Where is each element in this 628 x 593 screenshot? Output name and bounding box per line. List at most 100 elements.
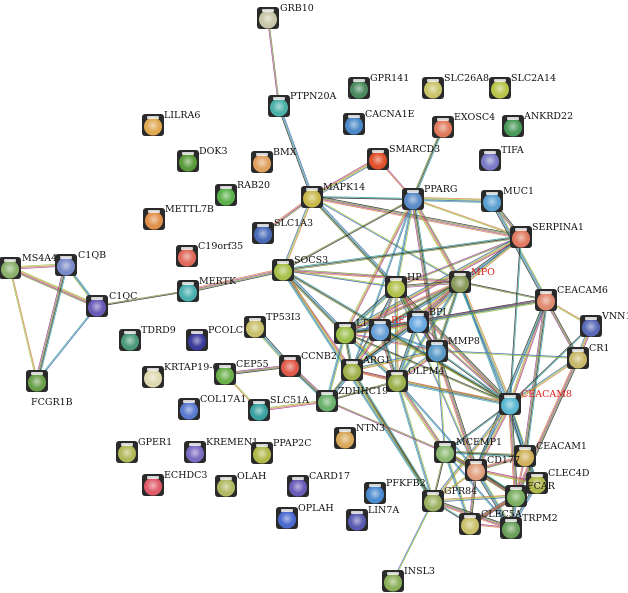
edge-strand xyxy=(279,105,314,197)
node-MUC1[interactable]: MUC1 xyxy=(481,186,534,212)
node-TDRD9[interactable]: TDRD9 xyxy=(119,325,176,351)
node-MMP8[interactable]: MMP8 xyxy=(426,336,480,362)
node-LTF[interactable]: LTF xyxy=(334,318,375,344)
node-TIFA[interactable]: TIFA xyxy=(479,145,524,171)
node-MERTK[interactable]: MERTK xyxy=(177,276,237,302)
node-CD177[interactable]: CD177 xyxy=(465,455,520,481)
node-CLEC5A[interactable]: CLEC5A xyxy=(459,509,522,535)
node-C1QB[interactable]: C1QB xyxy=(55,250,106,276)
node-CR1[interactable]: CR1 xyxy=(567,343,609,369)
node-SLC26A8[interactable]: SLC26A8 xyxy=(422,73,489,99)
node-TP53I3[interactable]: TP53I3 xyxy=(244,312,301,338)
node-label: KREMEN1 xyxy=(206,437,258,448)
node-PPARG[interactable]: PPARG xyxy=(402,184,458,210)
node-HP[interactable]: HP xyxy=(385,272,422,298)
node-GPR84[interactable]: GPR84 xyxy=(422,486,477,512)
node-SLC2A14[interactable]: SLC2A14 xyxy=(489,73,556,99)
node-OLAH[interactable]: OLAH xyxy=(215,471,266,497)
edge-strand xyxy=(509,357,579,405)
node-label: MUC1 xyxy=(503,186,534,197)
node-C19orf35[interactable]: C19orf35 xyxy=(176,241,243,267)
node-NTN3[interactable]: NTN3 xyxy=(334,423,385,449)
node-CEACAM8[interactable]: CEACAM8 xyxy=(499,389,572,415)
edge-strand xyxy=(475,299,547,471)
node-highlight-bar xyxy=(321,392,333,395)
node-MS4A4A[interactable]: MS4A4A xyxy=(0,253,64,279)
node-gloss xyxy=(369,151,387,170)
node-CACNA1E[interactable]: CACNA1E xyxy=(343,109,415,135)
node-highlight-bar xyxy=(147,116,159,119)
node-METTL7B[interactable]: METTL7B xyxy=(143,204,214,230)
node-GPER1[interactable]: GPER1 xyxy=(116,437,172,463)
edge-strand xyxy=(412,200,492,204)
node-RETN[interactable]: RETN xyxy=(369,315,420,341)
node-CEACAM1[interactable]: CEACAM1 xyxy=(514,441,587,467)
node-MPO[interactable]: MPO xyxy=(449,267,495,293)
node-VNN1[interactable]: VNN1 xyxy=(580,311,628,337)
node-highlight-bar xyxy=(484,151,496,154)
edge-strand xyxy=(437,350,477,470)
node-label: CACNA1E xyxy=(365,109,415,120)
edge-strand xyxy=(445,451,512,528)
node-COL17A1[interactable]: COL17A1 xyxy=(178,394,246,420)
node-SLC1A3[interactable]: SLC1A3 xyxy=(252,218,313,244)
node-gloss xyxy=(281,358,299,377)
node-label: NTN3 xyxy=(356,423,385,434)
node-KREMEN1[interactable]: KREMEN1 xyxy=(184,437,258,463)
node-OLFM4[interactable]: OLFM4 xyxy=(386,366,444,392)
node-INSL3[interactable]: INSL3 xyxy=(382,566,435,592)
edge-strand xyxy=(345,199,415,334)
node-BMX[interactable]: BMX xyxy=(251,147,297,173)
node-ANKRD22[interactable]: ANKRD22 xyxy=(502,111,573,137)
node-CLEC4D[interactable]: CLEC4D xyxy=(526,468,590,494)
node-DOK3[interactable]: DOK3 xyxy=(177,146,228,172)
node-C1QC[interactable]: C1QC xyxy=(86,291,137,317)
node-gloss xyxy=(1,260,19,279)
node-CCNB2[interactable]: CCNB2 xyxy=(279,351,337,377)
node-TRPM2[interactable]: TRPM2 xyxy=(500,513,558,539)
node-SERPINA1[interactable]: SERPINA1 xyxy=(510,222,584,248)
node-LIN7A[interactable]: LIN7A xyxy=(346,505,399,531)
node-highlight-bar xyxy=(407,190,419,193)
node-gloss xyxy=(270,98,288,117)
node-SLC51A[interactable]: SLC51A xyxy=(248,395,309,421)
edge-PPARG-SERPINA1 xyxy=(412,198,522,238)
node-CARD17[interactable]: CARD17 xyxy=(287,471,350,497)
node-GRB10[interactable]: GRB10 xyxy=(257,3,314,29)
node-highlight-bar xyxy=(31,372,43,375)
node-CEP55[interactable]: CEP55 xyxy=(214,359,269,385)
node-label: GPER1 xyxy=(138,437,172,448)
node-highlight-bar xyxy=(121,443,133,446)
node-SMARCD3[interactable]: SMARCD3 xyxy=(367,144,440,170)
node-SOCS3[interactable]: SOCS3 xyxy=(272,255,328,281)
node-PFKFB2[interactable]: PFKFB2 xyxy=(364,478,426,504)
node-FCAR[interactable]: FCAR xyxy=(505,481,556,507)
node-OPLAH[interactable]: OPLAH xyxy=(276,503,334,529)
node-ARG1[interactable]: ARG1 xyxy=(341,355,391,381)
node-PTPN20A[interactable]: PTPN20A xyxy=(268,91,337,117)
node-label: MS4A4A xyxy=(22,253,64,264)
node-ECHDC3[interactable]: ECHDC3 xyxy=(142,470,207,496)
node-EXOSC4[interactable]: EXOSC4 xyxy=(432,112,495,138)
node-PPAP2C[interactable]: PPAP2C xyxy=(251,438,311,464)
edge-C1QC-FCGR1B xyxy=(36,305,98,382)
node-KRTAP19-6[interactable]: KRTAP19-6 xyxy=(142,362,219,388)
node-CEACAM6[interactable]: CEACAM6 xyxy=(535,285,608,311)
node-ZDHHC19[interactable]: ZDHHC19 xyxy=(316,386,388,412)
edge-strand xyxy=(460,281,547,300)
edge-strand xyxy=(394,198,413,287)
edge-OLFM4-CD177 xyxy=(396,380,477,471)
node-GPR141[interactable]: GPR141 xyxy=(348,73,409,99)
node-highlight-bar xyxy=(262,9,274,12)
node-highlight-bar xyxy=(91,297,103,300)
node-RAB20[interactable]: RAB20 xyxy=(215,180,270,206)
node-PCOLCE2[interactable]: PCOLCE2 xyxy=(186,325,256,351)
node-LILRA6[interactable]: LILRA6 xyxy=(142,110,200,136)
node-MCEMP1[interactable]: MCEMP1 xyxy=(434,437,502,463)
node-BPI[interactable]: BPI xyxy=(407,307,446,333)
node-MAPK14[interactable]: MAPK14 xyxy=(301,182,365,208)
node-gloss xyxy=(188,332,206,351)
edge-strand xyxy=(392,500,433,581)
node-FCGR1B[interactable]: FCGR1B xyxy=(26,370,73,408)
node-label: RAB20 xyxy=(237,180,270,191)
